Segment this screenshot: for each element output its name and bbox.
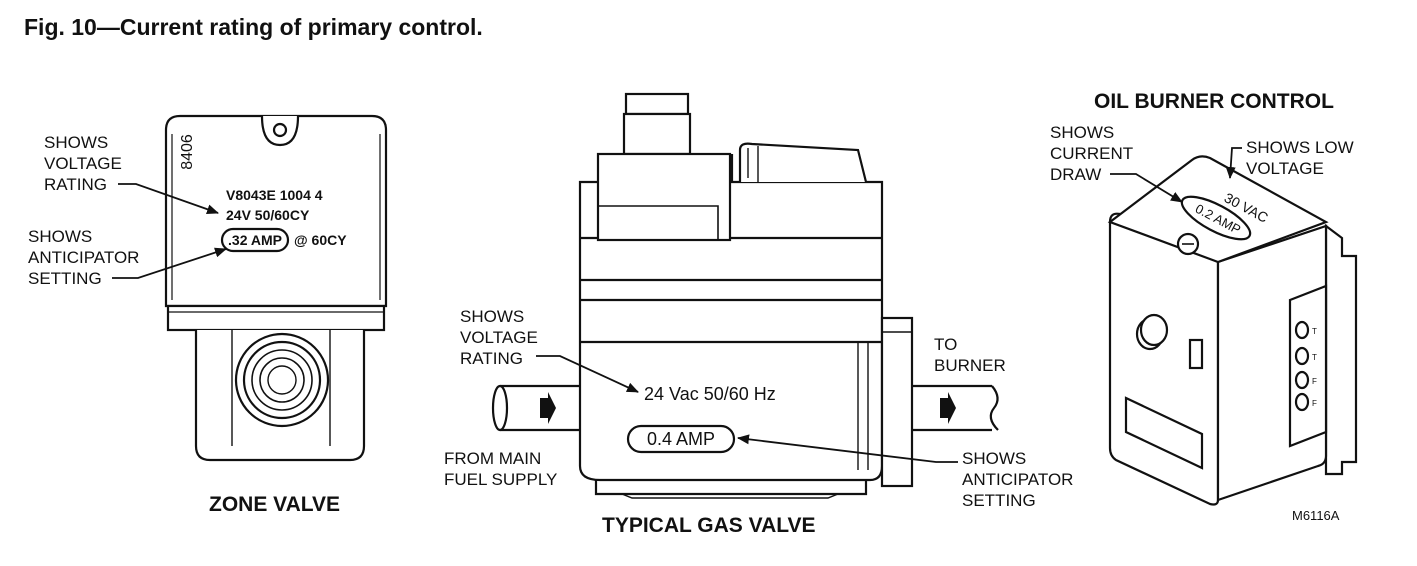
zone-valve-illustration	[164, 114, 388, 462]
terminal-label-t1: T	[1312, 327, 1317, 336]
zone-voltage-callout: SHOWS VOLTAGE RATING	[44, 133, 122, 194]
zone-valve-heading: ZONE VALVE	[209, 493, 341, 516]
oil-control-illustration	[1107, 155, 1358, 506]
gas-valve-voltage: 24 Vac 50/60 Hz	[644, 384, 776, 404]
oil-current-callout: SHOWS CURRENT DRAW	[1050, 123, 1134, 184]
gas-valve-illustration	[491, 92, 999, 499]
figure-title: Fig. 10—Current rating of primary contro…	[24, 14, 483, 40]
zone-valve-voltage: 24V 50/60CY	[226, 207, 310, 223]
zone-valve-freq: @ 60CY	[294, 232, 347, 248]
zone-valve-serial: 8406	[179, 134, 196, 170]
oil-control-heading: OIL BURNER CONTROL	[1094, 90, 1334, 113]
oil-low-voltage-leader	[1225, 147, 1242, 179]
gas-valve-heading: TYPICAL GAS VALVE	[602, 514, 816, 537]
zone-voltage-leader	[118, 183, 219, 215]
zone-valve-amp: .32 AMP	[228, 232, 282, 248]
gas-anticipator-leader	[737, 434, 958, 463]
oil-terminal-labels: T T F F	[1312, 327, 1317, 408]
gas-voltage-leader	[536, 355, 639, 393]
gas-inlet-label: FROM MAIN FUEL SUPPLY	[444, 449, 558, 489]
gas-outlet-label: TO BURNER	[934, 335, 1006, 375]
gas-voltage-callout: SHOWS VOLTAGE RATING	[460, 307, 538, 368]
oil-current-leader	[1110, 173, 1183, 203]
zone-valve-model: V8043E 1004 4	[226, 187, 323, 203]
zone-anticipator-callout: SHOWS ANTICIPATOR SETTING	[28, 227, 140, 288]
gas-anticipator-callout: SHOWS ANTICIPATOR SETTING	[962, 449, 1074, 510]
terminal-label-f2: F	[1312, 399, 1317, 408]
terminal-label-t2: T	[1312, 353, 1317, 362]
zone-anticipator-leader	[112, 247, 227, 279]
oil-low-voltage-callout: SHOWS LOW VOLTAGE	[1246, 138, 1354, 178]
terminal-label-f1: F	[1312, 377, 1317, 386]
gas-valve-amp: 0.4 AMP	[647, 429, 715, 449]
oil-control-part-code: M6116A	[1292, 508, 1340, 523]
